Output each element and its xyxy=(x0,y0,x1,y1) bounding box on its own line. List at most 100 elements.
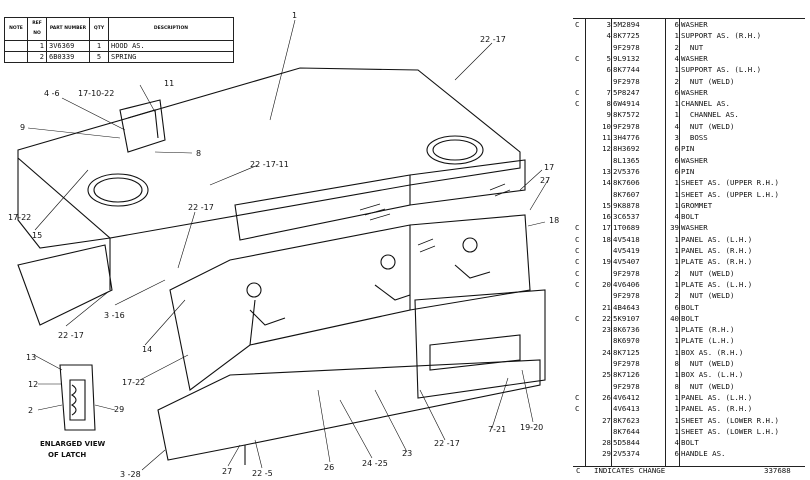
callout-label: 27 xyxy=(222,467,232,476)
description-cell: WASHER xyxy=(681,87,708,97)
col-part-header: PART NUMBER xyxy=(46,17,90,41)
ref-cell: 12 xyxy=(602,144,611,154)
part-number-cell: 8H3692 xyxy=(613,144,640,154)
qty-cell: 6 xyxy=(674,166,679,176)
part-number-cell: 3H4776 xyxy=(613,133,640,142)
qty-cell: 1 xyxy=(674,246,679,255)
callout-label: 15 xyxy=(32,231,42,240)
part-number-cell: 9L9132 xyxy=(613,53,640,63)
ref-cell: 9 xyxy=(606,110,611,120)
callout-label: 26 xyxy=(324,463,334,472)
column-divider xyxy=(611,19,612,466)
qty-cell: 1 xyxy=(674,31,679,41)
column-divider xyxy=(679,19,680,466)
part-number-cell: 8K7644 xyxy=(613,426,640,436)
part-number-cell: 8K6970 xyxy=(613,336,640,346)
part-number-cell: 9F2978 xyxy=(613,42,640,52)
callout-label: 17-22 xyxy=(8,213,31,222)
qty-cell: 1 xyxy=(674,200,679,210)
table-row: 2 6B0339 5 SPRING xyxy=(4,51,234,63)
ref-cell: 23 xyxy=(602,325,611,335)
part-number-cell: 4V6412 xyxy=(613,392,640,402)
part-number-cell: 8K6736 xyxy=(613,325,640,335)
description-cell: CHANNEL AS. xyxy=(681,110,739,120)
part-number-cell: 8K7744 xyxy=(613,65,640,75)
callout-label: 7-21 xyxy=(488,425,506,434)
part-number-cell: 8K7126 xyxy=(613,370,640,380)
part-number-cell: 5D5844 xyxy=(613,438,640,448)
callout-label: 24 -25 xyxy=(362,459,388,468)
table-row: 1 3V6369 1 HOOD AS. xyxy=(4,40,234,52)
ref-cell: 8 xyxy=(606,99,611,109)
description-cell: NUT (WELD) xyxy=(681,359,735,368)
qty-cell: 1 xyxy=(674,370,679,380)
qty-cell: 1 xyxy=(674,426,679,436)
description-cell: BOLT xyxy=(681,438,699,448)
callout-label: 3 -28 xyxy=(120,470,141,479)
qty-cell: 1 xyxy=(674,110,679,120)
callout-label: 1 xyxy=(292,11,297,20)
note-cell: C xyxy=(575,392,580,402)
callout-label: 9 xyxy=(20,123,25,132)
ref-cell: 20 xyxy=(602,279,611,289)
ref-cell: 15 xyxy=(602,200,611,210)
qty-cell: 6 xyxy=(674,302,679,312)
note-cell: C xyxy=(575,99,580,109)
part-number-cell: 6W4914 xyxy=(613,99,640,109)
part-number-cell: 8K7725 xyxy=(613,31,640,41)
note-cell: C xyxy=(575,257,580,267)
part-number-cell: 9F2978 xyxy=(613,359,640,368)
part-number-cell: 4V6413 xyxy=(613,404,640,414)
description-cell: BOX AS. (R.H.) xyxy=(681,347,744,357)
description-cell: PIN xyxy=(681,144,695,154)
latch-caption: ENLARGED VIEW OF LATCH xyxy=(40,440,105,459)
description-cell: SHEET AS. (UPPER R.H.) xyxy=(681,178,779,188)
description-cell: NUT (WELD) xyxy=(681,381,735,391)
part-number-cell: 8K7572 xyxy=(613,110,640,120)
callout-label: 17-10-22 xyxy=(78,89,114,98)
part-number-cell: 4V5418 xyxy=(613,234,640,244)
note-cell: C xyxy=(575,53,580,63)
callout-label: 22 -17-11 xyxy=(250,160,289,169)
callout-label: 22 -17 xyxy=(58,331,84,340)
ref-cell: 7 xyxy=(606,87,611,97)
qty-cell: 1 xyxy=(674,347,679,357)
description-cell: BOLT xyxy=(681,302,699,312)
description-cell: PANEL AS. (R.H.) xyxy=(681,246,753,255)
column-divider xyxy=(665,19,666,466)
description-cell: SHEET AS. (LOWER L.H.) xyxy=(681,426,779,436)
description-cell: BOSS xyxy=(681,133,708,142)
callout-label: 29 xyxy=(114,405,124,414)
callout-label: 22 -17 xyxy=(480,35,506,44)
qty-cell: 1 xyxy=(674,65,679,75)
part-number-cell: 9F2978 xyxy=(613,76,640,86)
description-cell: SUPPORT AS. (L.H.) xyxy=(681,65,762,75)
qty-cell: 39 xyxy=(670,223,679,233)
description-cell: NUT (WELD) xyxy=(681,268,735,278)
hood-outline xyxy=(17,67,546,465)
callout-label: 27 xyxy=(540,176,550,185)
qty-cell: 1 xyxy=(674,234,679,244)
part-number-cell: 8L1365 xyxy=(613,155,640,165)
description-cell: GROMMET xyxy=(681,200,713,210)
description-cell: PLATE AS. (R.H.) xyxy=(681,257,753,267)
